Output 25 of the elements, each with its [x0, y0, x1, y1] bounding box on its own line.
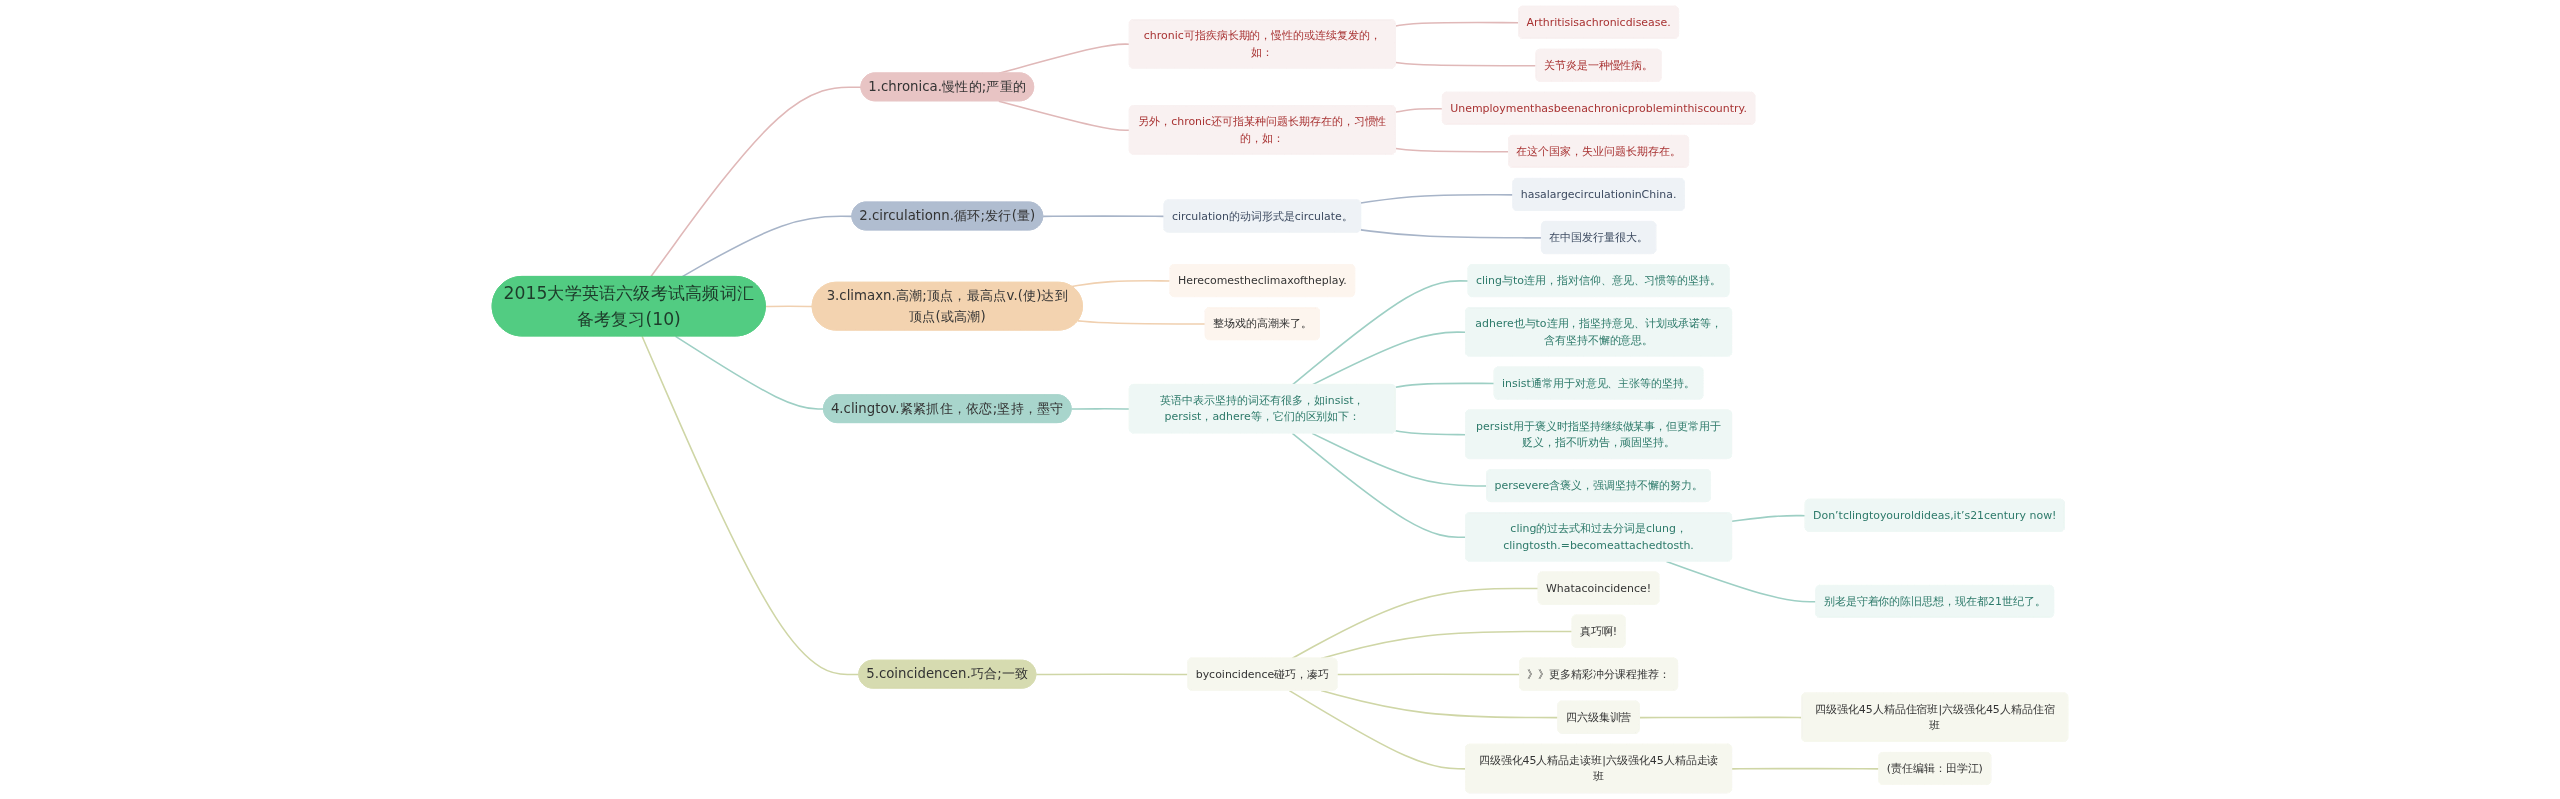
connector — [1291, 587, 1540, 660]
connector — [1336, 673, 1521, 676]
connector — [1070, 408, 1131, 410]
connector — [1731, 514, 1807, 523]
connector — [674, 335, 825, 410]
connector — [1077, 320, 1207, 325]
connector — [1311, 331, 1467, 386]
connector — [1071, 280, 1172, 288]
connector — [998, 100, 1131, 132]
connector — [1042, 215, 1166, 218]
connector — [1311, 432, 1488, 487]
connector — [764, 305, 814, 308]
connector — [1291, 280, 1470, 386]
connector — [1395, 147, 1510, 153]
connector — [641, 335, 860, 676]
connector — [1360, 229, 1543, 239]
connector — [1731, 767, 1880, 770]
connector — [1288, 689, 1467, 770]
connector — [1394, 430, 1467, 436]
connector — [650, 86, 863, 278]
connector — [1395, 21, 1520, 27]
connector — [1395, 107, 1444, 113]
connector — [1291, 432, 1467, 538]
connector — [1638, 716, 1803, 719]
connector — [1394, 382, 1496, 389]
